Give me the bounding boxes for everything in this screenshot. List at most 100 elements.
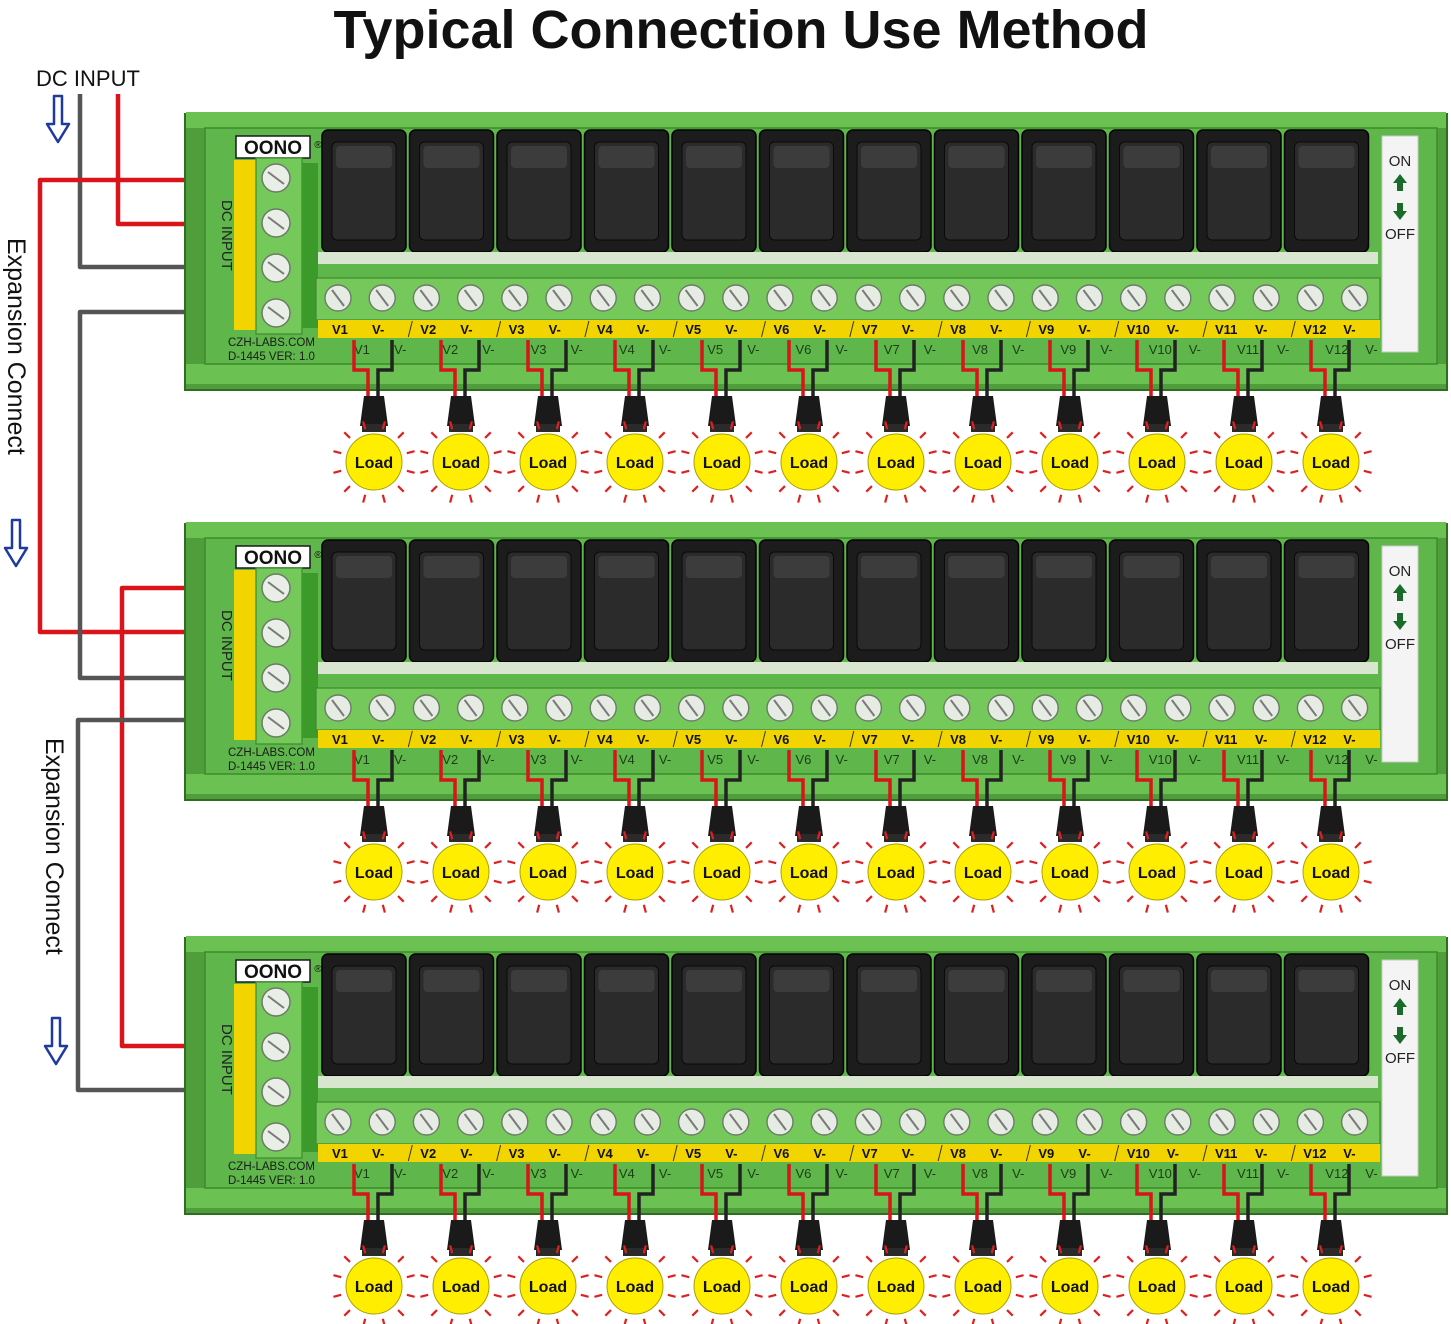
label-divider <box>672 1144 678 1162</box>
light-ray <box>1039 485 1047 493</box>
light-ray <box>928 1274 937 1279</box>
on-off-panel <box>1381 135 1419 353</box>
light-ray <box>397 1309 405 1317</box>
screw-slot <box>507 1113 522 1131</box>
pcb-silk-neg: V- <box>571 752 583 767</box>
rocker-highlight <box>511 556 567 578</box>
light-ray <box>1213 1309 1221 1317</box>
load-6: Load <box>768 1164 850 1324</box>
light-ray <box>1006 1309 1014 1317</box>
pcb-silk-label: V8 <box>972 1166 988 1181</box>
light-ray <box>507 860 516 865</box>
light-ray <box>468 421 473 430</box>
light-ray <box>1116 860 1125 865</box>
screw-slot <box>267 995 285 1009</box>
bulb-icon <box>1215 843 1273 901</box>
screw-slot <box>507 289 522 307</box>
light-ray <box>571 485 579 493</box>
light-ray <box>1164 831 1169 840</box>
light-ray <box>594 450 603 455</box>
light-ray <box>1338 831 1343 840</box>
screw-slot <box>375 699 390 717</box>
screw-slot <box>773 1113 787 1131</box>
light-ray <box>1093 1309 1101 1317</box>
rocker-highlight <box>1123 556 1180 578</box>
load-label: Load <box>877 865 915 882</box>
light-ray <box>1232 494 1237 503</box>
plug-icon <box>621 806 649 836</box>
light-ray <box>1232 1318 1237 1324</box>
load-label: Load <box>1225 455 1263 472</box>
down-arrow-icon <box>3 518 29 568</box>
light-ray <box>362 831 367 840</box>
light-ray <box>484 1255 492 1263</box>
load-label: Load <box>442 1279 480 1296</box>
plug-icon <box>360 806 388 836</box>
bulb-base <box>971 1248 995 1256</box>
light-ray <box>745 841 753 849</box>
rocker-highlight <box>1298 146 1355 168</box>
screw-slot <box>1082 1113 1097 1131</box>
bulb-icon <box>1302 1257 1360 1315</box>
light-ray <box>1145 904 1150 913</box>
light-ray <box>658 841 666 849</box>
channel-label-12: V12 <box>1303 322 1326 337</box>
light-ray <box>362 494 367 503</box>
light-ray <box>430 895 438 903</box>
screw-slot <box>267 171 285 185</box>
screw-slot <box>949 699 964 717</box>
bulb-base <box>1058 834 1082 842</box>
channel-label-4: V4 <box>597 732 614 747</box>
light-ray <box>658 485 666 493</box>
light-ray <box>1203 1274 1212 1279</box>
light-ray <box>571 1309 579 1317</box>
light-ray <box>1213 841 1221 849</box>
light-ray <box>1164 421 1169 430</box>
input-label-strip <box>234 160 256 330</box>
light-ray <box>797 494 802 503</box>
neg-label: V- <box>460 732 472 747</box>
load-label: Load <box>877 455 915 472</box>
light-ray <box>406 879 415 884</box>
light-ray <box>484 841 492 849</box>
channel-label-4: V4 <box>597 1146 614 1161</box>
screw-slot <box>267 216 285 230</box>
screw-slot <box>861 289 876 307</box>
light-ray <box>333 450 342 455</box>
light-ray <box>517 841 525 849</box>
screw-slot <box>1259 1113 1273 1131</box>
screw-slot <box>552 699 566 717</box>
load-8: Load <box>942 1164 1024 1324</box>
dc-input-label: DC INPUT <box>36 66 140 91</box>
light-ray <box>604 1255 612 1263</box>
load-3: Load <box>507 750 589 913</box>
switch-base-strip <box>318 662 1378 674</box>
website-text: CZH-LABS.COM <box>228 337 315 349</box>
pcb-silk-neg: V- <box>1189 752 1201 767</box>
light-ray <box>952 895 960 903</box>
screw-slot <box>1303 1113 1318 1131</box>
rocker-highlight <box>773 556 830 578</box>
load-label: Load <box>877 1279 915 1296</box>
load-wire-red <box>787 1164 805 1222</box>
load-wire-black <box>637 750 655 808</box>
light-ray <box>1077 1245 1082 1254</box>
light-ray <box>1319 494 1324 503</box>
screw-slot <box>684 699 699 717</box>
load-wire-red <box>1222 1164 1240 1222</box>
bulb-icon <box>693 433 751 491</box>
screw-slot <box>1347 289 1362 307</box>
plug-icon <box>1056 396 1084 426</box>
light-ray <box>1363 860 1372 865</box>
neg-label: V- <box>1078 1146 1090 1161</box>
light-ray <box>778 841 786 849</box>
neg-label: V- <box>372 732 384 747</box>
channel-label-strip <box>318 730 1380 748</box>
light-ray <box>362 1318 367 1324</box>
light-ray <box>484 895 492 903</box>
bulb-icon <box>1128 1257 1186 1315</box>
screw-slot <box>684 289 699 307</box>
light-ray <box>797 831 802 840</box>
load-9: Load <box>1029 340 1111 503</box>
